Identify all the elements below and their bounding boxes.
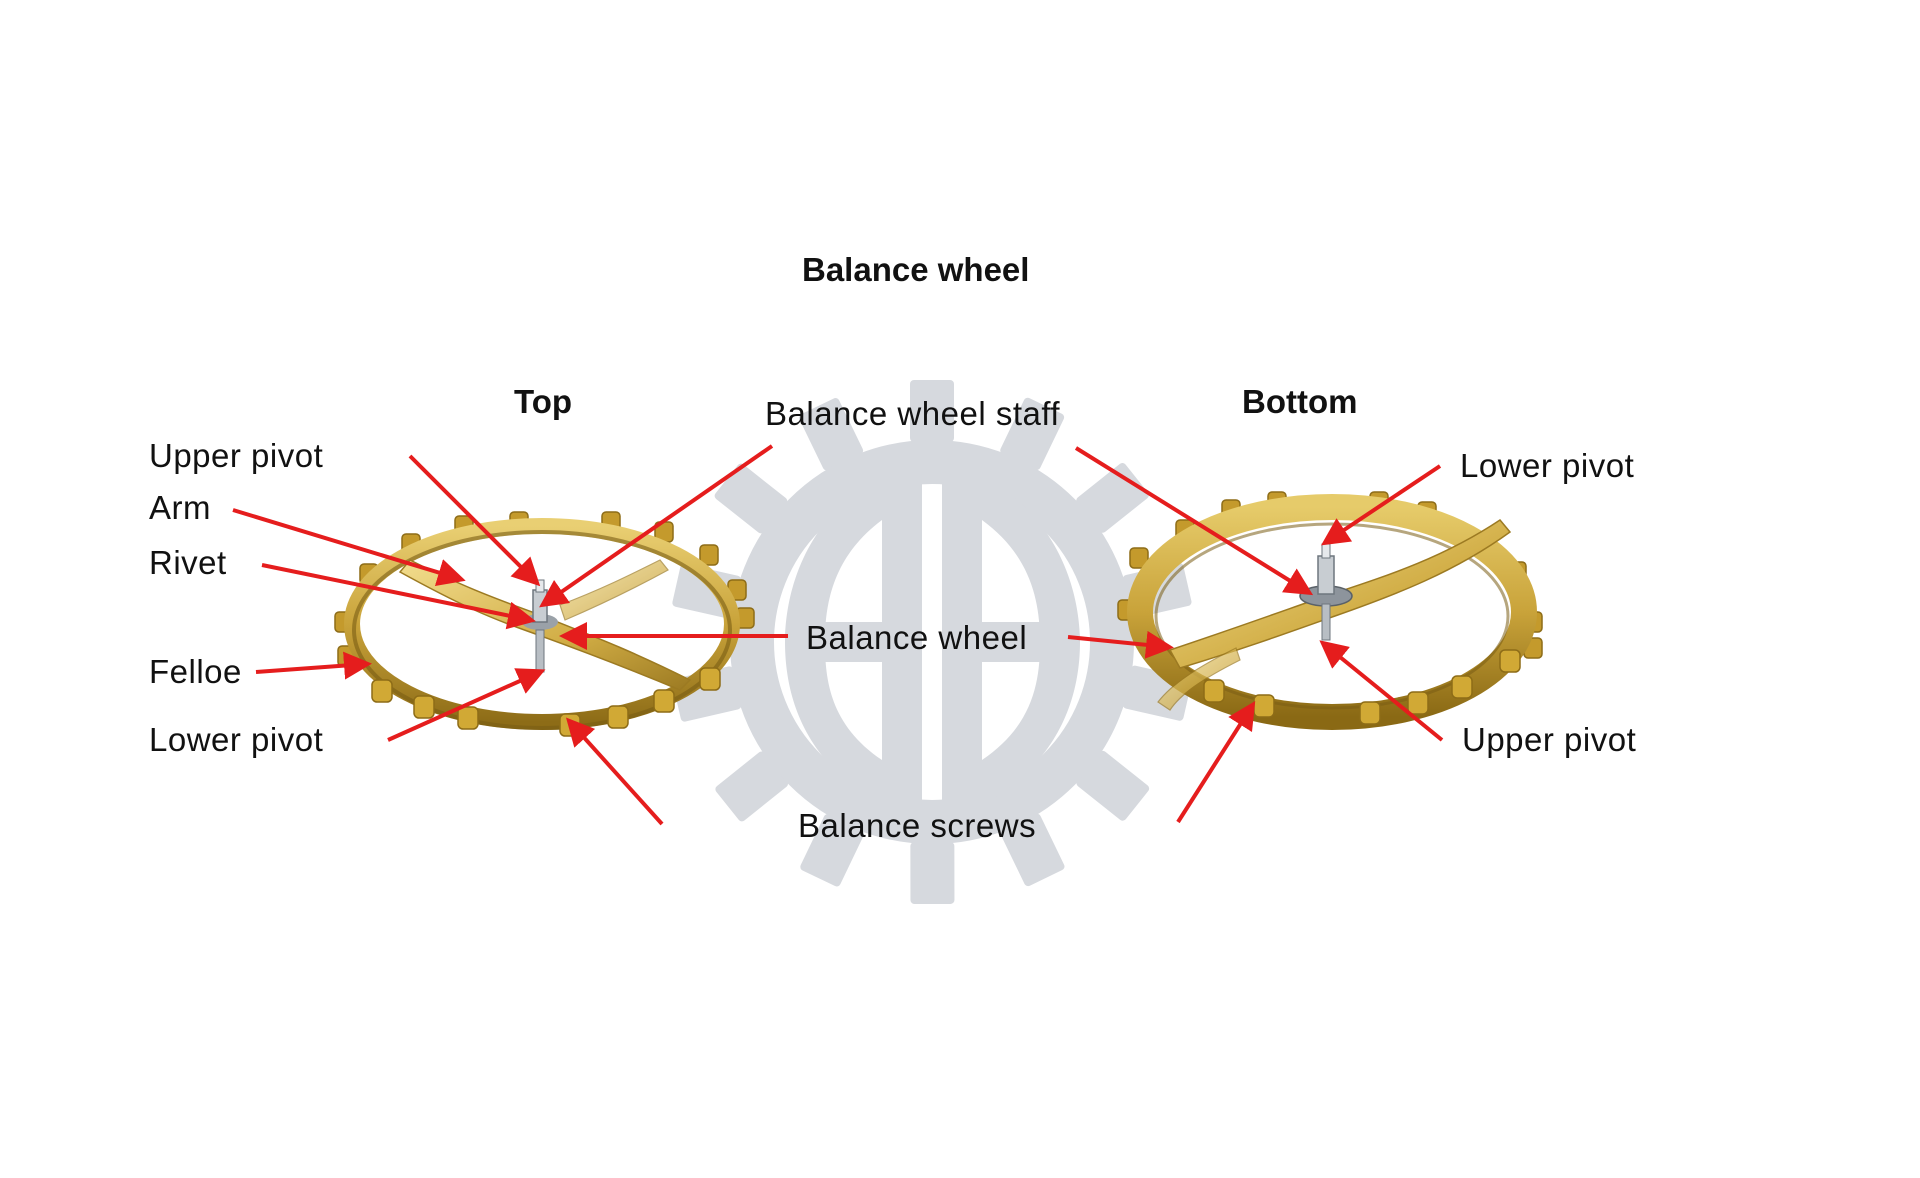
label-bottom-upper-pivot: Upper pivot xyxy=(1462,721,1637,758)
arrow-top-lower-pivot xyxy=(387,668,546,742)
label-top-rivet: Rivet xyxy=(149,544,227,581)
arrow-screws-top xyxy=(565,717,664,826)
arrow-top-rivet xyxy=(261,563,536,630)
label-top-upper-pivot: Upper pivot xyxy=(149,437,324,474)
arrow-balance-wheel-bottom xyxy=(1067,630,1174,659)
label-top-felloe: Felloe xyxy=(149,653,242,690)
label-balance-screws: Balance screws xyxy=(798,807,1037,844)
label-balance-wheel-staff: Balance wheel staff xyxy=(765,395,1061,432)
arrow-screws-bottom xyxy=(1176,700,1256,824)
arrow-bottom-upper-pivot xyxy=(1319,640,1444,742)
diagram-title: Balance wheel xyxy=(802,251,1030,288)
label-bottom-lower-pivot: Lower pivot xyxy=(1460,447,1635,484)
label-balance-wheel: Balance wheel xyxy=(806,619,1028,656)
label-top-lower-pivot: Lower pivot xyxy=(149,721,324,758)
arrow-staff-top xyxy=(539,444,774,608)
label-top-arm: Arm xyxy=(149,489,211,526)
arrow-top-felloe xyxy=(255,651,372,680)
view-label-top: Top xyxy=(514,383,573,420)
arrow-staff-bottom xyxy=(1074,446,1314,596)
arrow-top-upper-pivot xyxy=(408,454,541,587)
view-label-bottom: Bottom xyxy=(1242,383,1358,420)
arrow-bottom-lower-pivot xyxy=(1321,464,1442,546)
arrow-top-arm xyxy=(232,508,466,586)
